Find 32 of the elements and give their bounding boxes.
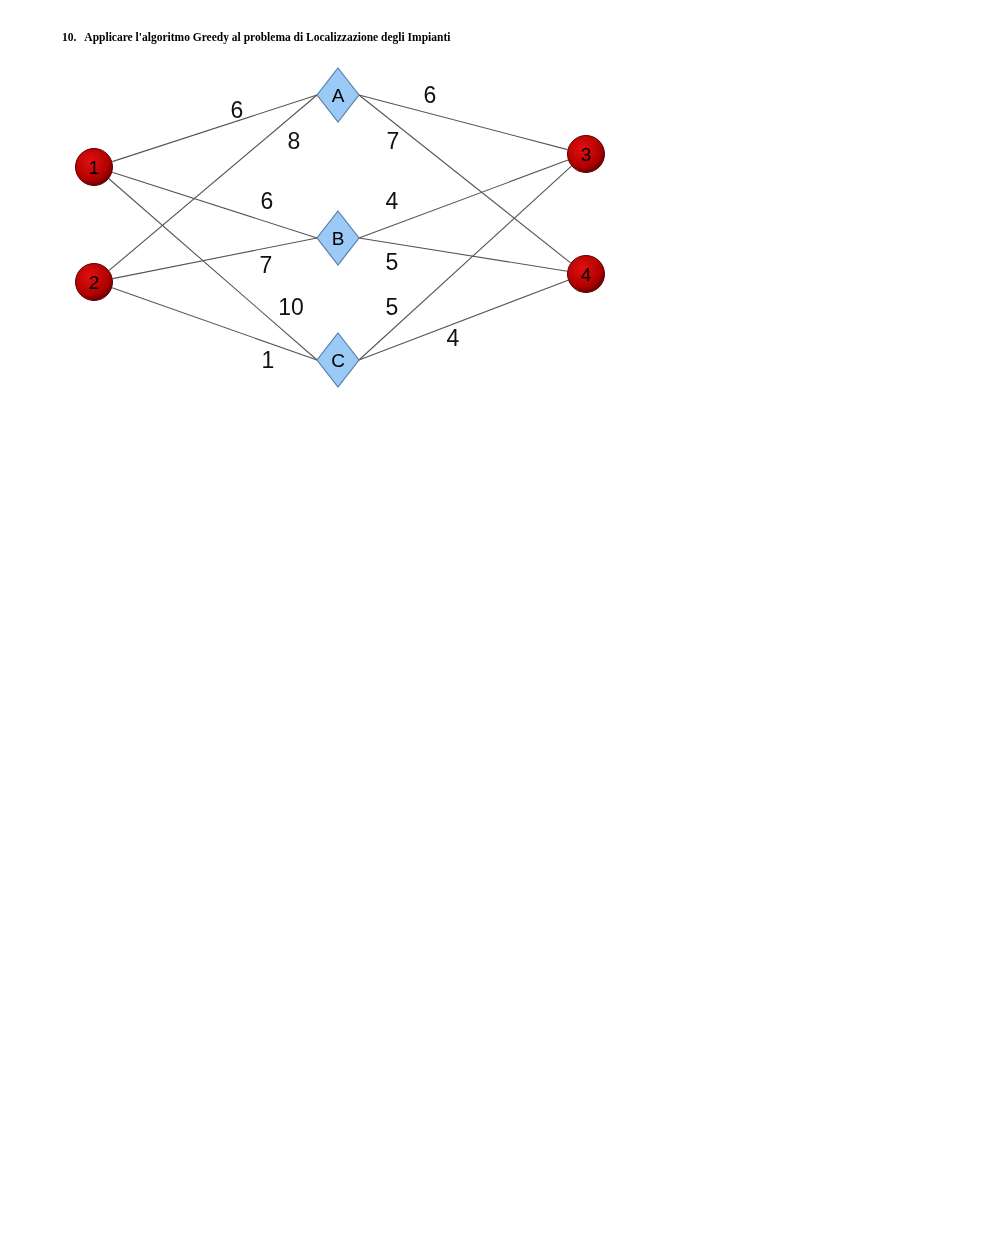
facility-diamond: A — [317, 68, 359, 122]
connector-line — [358, 159, 569, 239]
edge-label: 8 — [287, 129, 301, 153]
connector-line — [108, 178, 318, 361]
edge-label: 6 — [423, 83, 437, 107]
edge-label: 5 — [385, 295, 399, 319]
connector-line — [111, 287, 318, 361]
edge-label: 4 — [385, 189, 399, 213]
client-circle: 4 — [567, 255, 605, 293]
edge-label: 5 — [385, 250, 399, 274]
edge-label: 6 — [260, 189, 274, 213]
facility-diamond: B — [317, 211, 359, 265]
connector-line — [358, 165, 572, 361]
edge-label: 7 — [259, 253, 273, 277]
edge-label: 4 — [446, 326, 460, 350]
edge-label: 6 — [230, 98, 244, 122]
edge-label: 7 — [386, 129, 400, 153]
client-circle: 2 — [75, 263, 113, 301]
connector-line — [111, 94, 318, 163]
connector-line — [358, 94, 572, 264]
connector-line — [358, 237, 568, 272]
connector-line — [108, 94, 318, 271]
connector-line — [358, 94, 569, 151]
connector-line — [358, 279, 569, 361]
connector-line — [111, 171, 318, 239]
title: 10. Applicare l'algoritmo Greedy al problema di Localizzazione degli Impianti — [62, 31, 451, 43]
connector-line — [112, 237, 318, 280]
facility-diamond: C — [317, 333, 359, 387]
client-circle: 1 — [75, 148, 113, 186]
edge-label: 1 — [261, 348, 275, 372]
edge-label: 10 — [278, 295, 304, 319]
client-circle: 3 — [567, 135, 605, 173]
